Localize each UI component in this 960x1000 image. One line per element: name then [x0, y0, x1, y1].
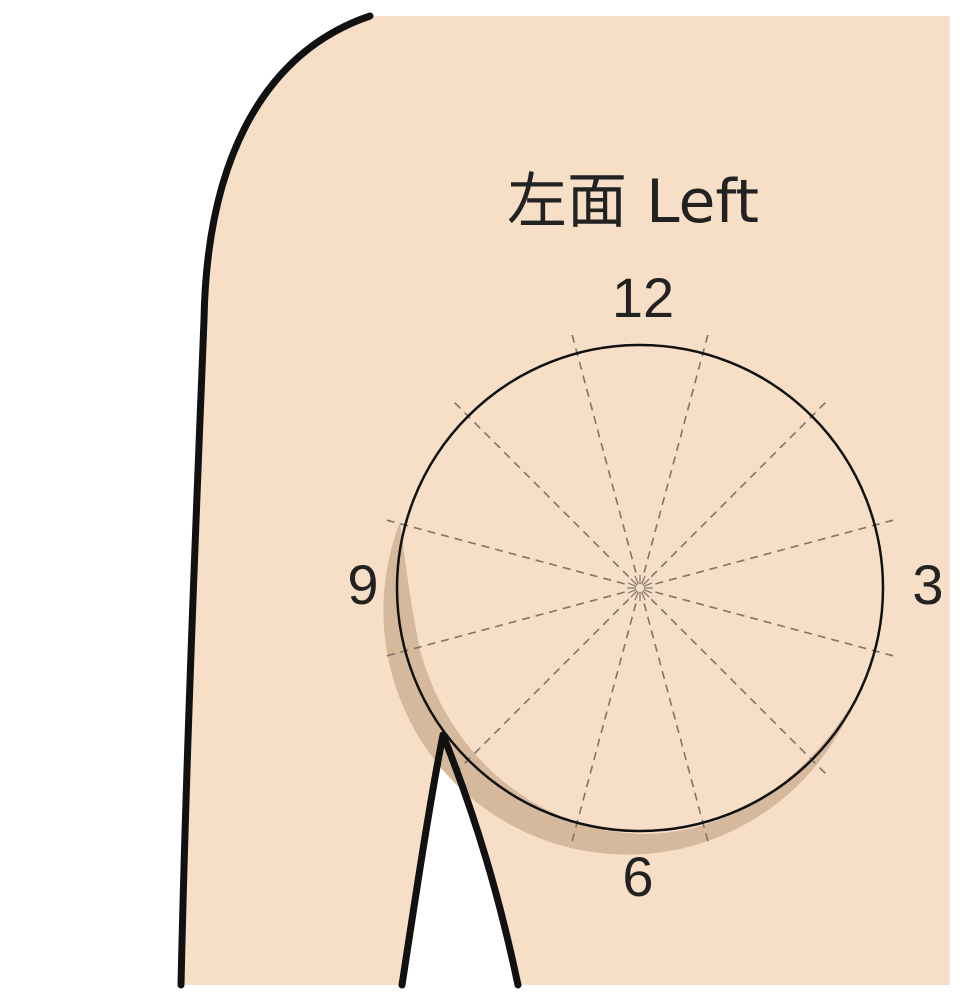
center-mark-ray — [627, 588, 637, 594]
center-mark-ray — [627, 582, 637, 588]
skin-region — [181, 16, 950, 985]
center-mark-ray — [643, 588, 653, 594]
body-outline-arm-inner — [398, 731, 447, 989]
center-mark-ray — [640, 591, 646, 601]
clock-label-3: 3 — [912, 553, 943, 616]
clock-label-6: 6 — [622, 845, 653, 908]
body-outline-torso — [439, 731, 522, 989]
armpit-gap — [402, 735, 518, 985]
center-mark-ray — [643, 582, 653, 588]
clock-label-12: 12 — [612, 266, 674, 329]
center-mark-ray — [642, 590, 650, 598]
clock-label-9: 9 — [347, 553, 378, 616]
glenoid-clock-circle — [395, 343, 885, 833]
diagram-title: 左面 Left — [507, 167, 759, 237]
center-mark-ray — [642, 578, 650, 586]
center-mark-ray — [640, 575, 646, 585]
center-mark-ray — [634, 575, 640, 585]
center-mark-ray — [630, 578, 638, 586]
body-outline-shoulder — [177, 12, 374, 989]
center-mark-ray — [630, 590, 638, 598]
center-mark-ray — [634, 591, 640, 601]
center-mark — [627, 575, 653, 601]
